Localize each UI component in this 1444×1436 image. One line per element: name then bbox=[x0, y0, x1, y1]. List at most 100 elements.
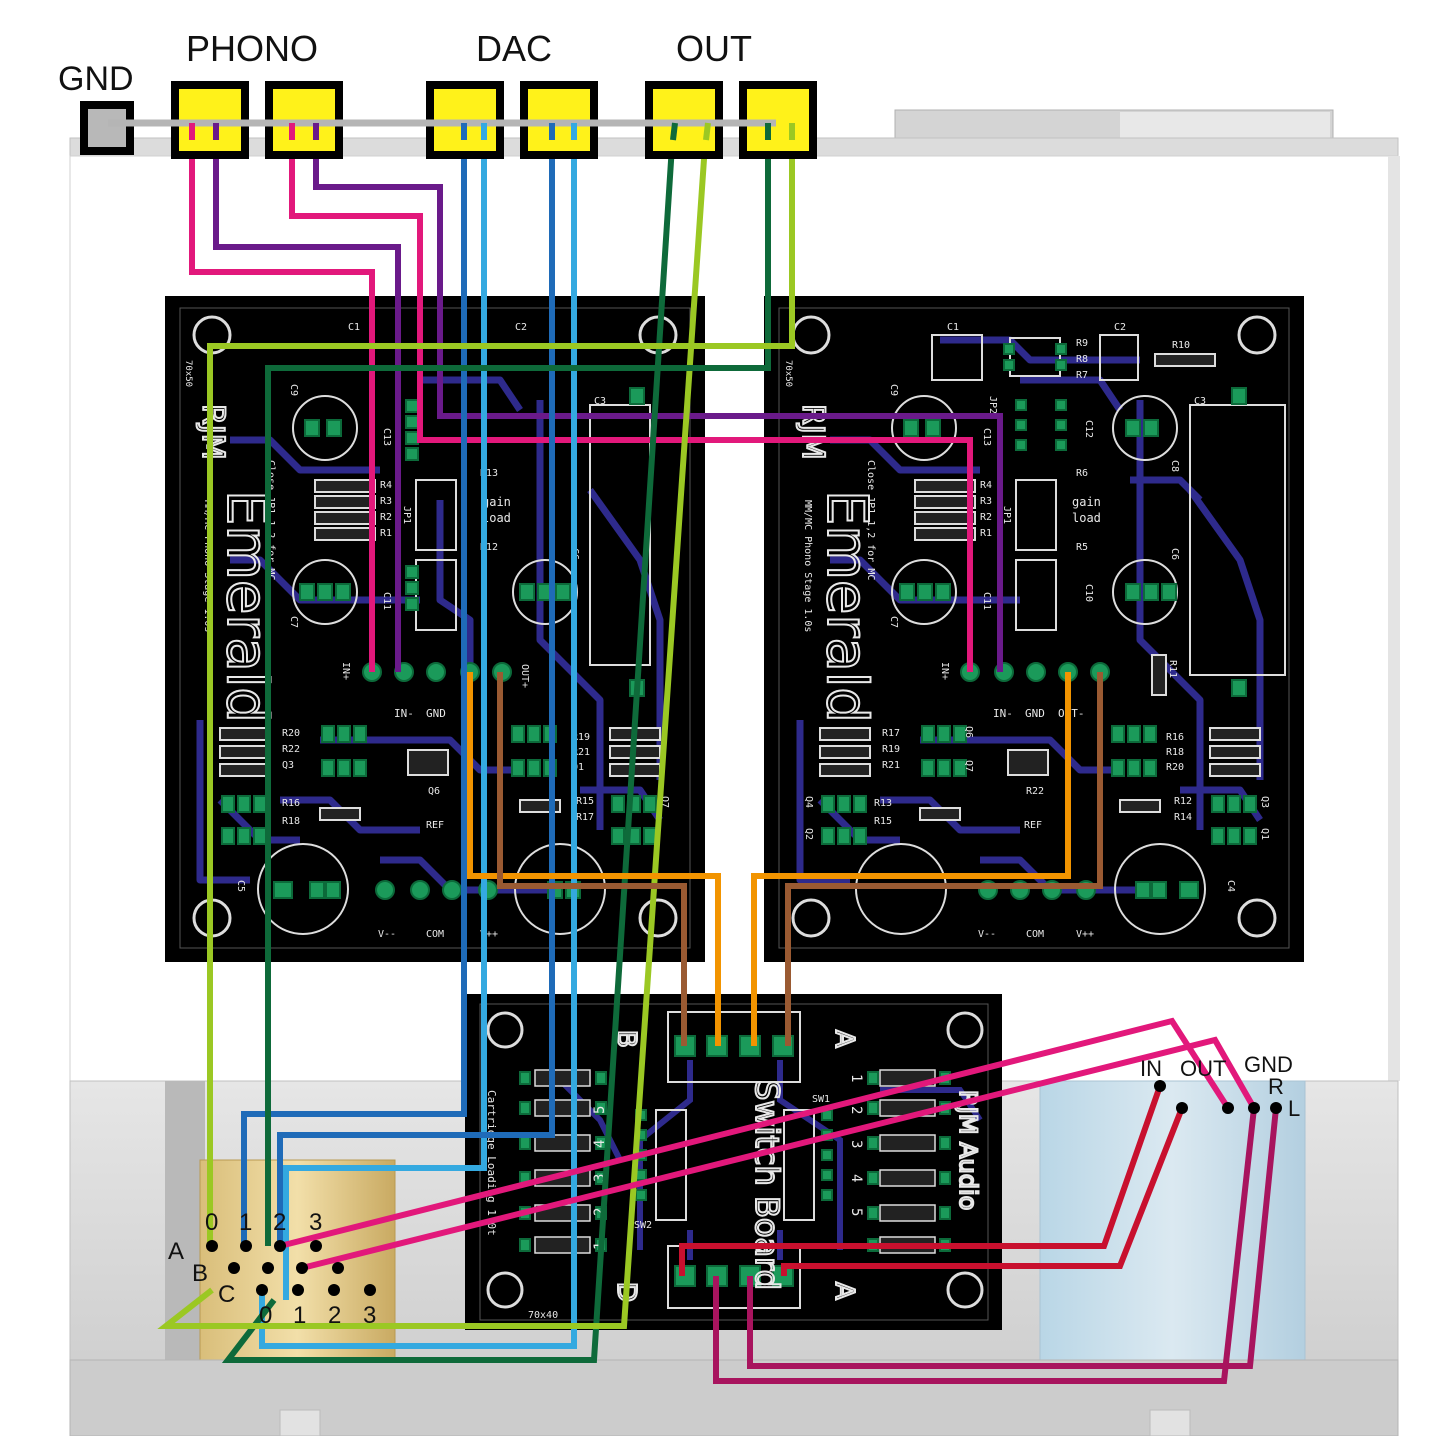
part-label: JP2 bbox=[987, 396, 998, 414]
rotary-row-label: A bbox=[168, 1238, 184, 1265]
part-label: C6 bbox=[1169, 548, 1180, 560]
pad-label: V++ bbox=[1076, 929, 1094, 940]
part-label: C4 bbox=[1225, 880, 1236, 892]
part-label: R17 bbox=[882, 728, 900, 739]
pad-label: REF bbox=[1024, 820, 1042, 831]
part-label: R22 bbox=[282, 744, 300, 755]
part-label: R4 bbox=[380, 480, 392, 491]
wire-dac-left-sig bbox=[283, 130, 487, 1300]
part-label: R19 bbox=[882, 744, 900, 755]
part-label: Q6 bbox=[963, 726, 974, 738]
wire-switch-out bbox=[781, 1106, 1185, 1276]
board-left-gain: gain bbox=[482, 495, 511, 509]
part-label: R4 bbox=[980, 480, 992, 491]
part-label: R8 bbox=[1076, 354, 1088, 365]
part-label: C7 bbox=[888, 616, 899, 628]
rotary-top-num: 3 bbox=[309, 1209, 322, 1236]
position-number: 3 bbox=[848, 1140, 864, 1148]
part-label: R2 bbox=[380, 512, 392, 523]
board-right-gain: gain bbox=[1072, 495, 1101, 509]
part-label: C7 bbox=[288, 616, 299, 628]
pad-label: GND bbox=[1025, 707, 1045, 720]
part-label: C13 bbox=[981, 428, 992, 446]
wire-switch-l bbox=[747, 1107, 1279, 1369]
part-label: C9 bbox=[288, 384, 299, 396]
part-label: R10 bbox=[1172, 340, 1190, 351]
rotary-bottom-num: 2 bbox=[328, 1302, 341, 1329]
part-label: R13 bbox=[480, 468, 498, 479]
switch-board-side-text: Cartridge Loading 1.0t bbox=[485, 1090, 498, 1236]
board-right-size: 70x50 bbox=[783, 360, 793, 387]
wire-rotary-a2 bbox=[279, 1017, 1231, 1249]
wire-dac-right-gnd bbox=[277, 130, 555, 1246]
part-label: C10 bbox=[1083, 584, 1094, 602]
dac-label: DAC bbox=[476, 28, 552, 69]
pad-label: IN+ bbox=[939, 662, 950, 680]
board-left-size: 70x50 bbox=[183, 360, 193, 387]
part-label: R20 bbox=[1166, 762, 1184, 773]
part-label: C13 bbox=[381, 428, 392, 446]
pad-label: COM bbox=[1026, 929, 1044, 940]
pad-label: OUT+ bbox=[519, 664, 530, 688]
board-left-pad-labels: IN+ IN- GND OUT+ V-- COM V++ REF bbox=[340, 662, 530, 940]
wire-right-out-pos bbox=[751, 672, 1071, 1046]
rotary-bottom-num: 0 bbox=[259, 1302, 272, 1329]
switch-board-sw1: SW1 bbox=[812, 1094, 830, 1105]
position-number: 2 bbox=[592, 1208, 608, 1216]
part-label: Q3 bbox=[282, 760, 294, 771]
connector-dac: DAC bbox=[426, 28, 598, 159]
board-right-subtitle: MM/MC Phono Stage 1.0s bbox=[802, 500, 813, 632]
part-label: JP1 bbox=[1001, 506, 1012, 524]
board-right-product: Emerald bbox=[814, 490, 879, 723]
switch-board-brand: RJM Audio bbox=[954, 1090, 982, 1210]
position-number: 2 bbox=[848, 1106, 864, 1114]
switch-board-letter: A bbox=[829, 1282, 859, 1300]
switch-board-letter: A bbox=[829, 1030, 859, 1048]
pad-label: IN- bbox=[394, 707, 414, 720]
part-label: R19 bbox=[572, 732, 590, 743]
wire-left-out-neg bbox=[497, 672, 687, 1046]
rotary-row-label: B bbox=[192, 1260, 208, 1287]
wire-out-right-gnd bbox=[265, 130, 771, 1246]
pad-label: V-- bbox=[378, 929, 396, 940]
part-label: R3 bbox=[980, 496, 992, 507]
rotary-switch: A B C 0 1 2 3 0 1 2 3 bbox=[168, 1209, 376, 1329]
wire-switch-r bbox=[713, 1107, 1257, 1384]
part-label: C11 bbox=[381, 592, 392, 610]
board-right-load: load bbox=[1072, 511, 1101, 525]
rotary-bottom-num: 1 bbox=[293, 1302, 306, 1329]
part-label: R22 bbox=[1026, 786, 1044, 797]
part-label: C9 bbox=[888, 384, 899, 396]
wire-phono-left-cold bbox=[213, 130, 401, 672]
rotary-top-num: 1 bbox=[239, 1209, 252, 1236]
part-label: R14 bbox=[1174, 812, 1192, 823]
part-label: Q3 bbox=[1259, 796, 1270, 808]
part-label: R5 bbox=[1076, 542, 1088, 553]
part-label: Q7 bbox=[963, 760, 974, 772]
toggle-label-r: R bbox=[1268, 1074, 1284, 1099]
position-number: 4 bbox=[592, 1140, 608, 1148]
part-label: R9 bbox=[1076, 338, 1088, 349]
switch-board-size: 70x40 bbox=[528, 1310, 558, 1321]
pad-label: GND bbox=[426, 707, 446, 720]
part-label: C3 bbox=[594, 396, 606, 407]
pad-label: OUT- bbox=[1058, 707, 1085, 720]
part-label: Q6 bbox=[428, 786, 440, 797]
switch-board-sw2: SW2 bbox=[634, 1220, 652, 1231]
pad-label: V++ bbox=[480, 929, 498, 940]
wire-phono-right-cold bbox=[313, 130, 1003, 672]
part-label: R12 bbox=[480, 542, 498, 553]
part-label: Q1 bbox=[1259, 828, 1270, 840]
wire-rotary-b3 bbox=[301, 1036, 1257, 1271]
pad-label: V-- bbox=[978, 929, 996, 940]
pad-label: IN+ bbox=[340, 662, 351, 680]
wire-right-out-neg bbox=[785, 672, 1103, 1046]
part-label: R1 bbox=[380, 528, 392, 539]
connector-wire-stubs bbox=[108, 119, 795, 141]
part-label: C2 bbox=[1114, 322, 1126, 333]
position-number: 1 bbox=[848, 1074, 864, 1082]
rotary-top-num: 2 bbox=[273, 1209, 286, 1236]
part-label: R17 bbox=[576, 812, 594, 823]
part-label: R11 bbox=[1167, 660, 1178, 678]
